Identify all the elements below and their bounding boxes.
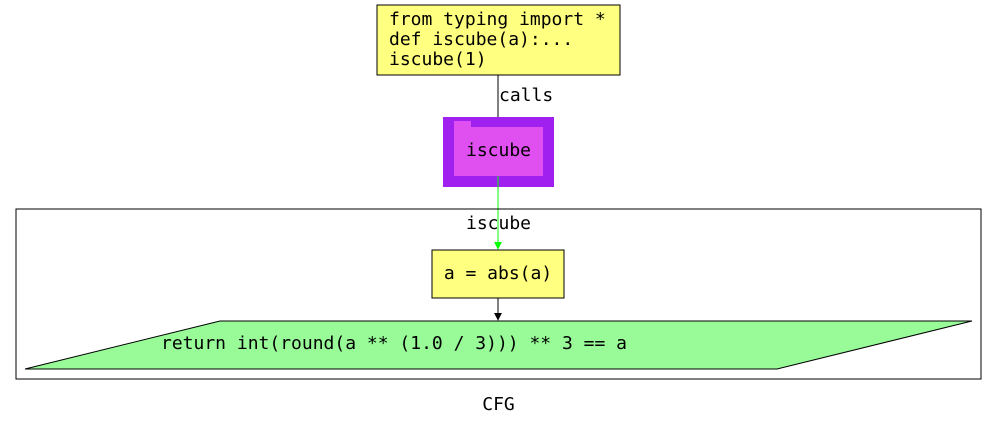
diagram-caption: CFG (482, 394, 515, 415)
assign-node-label: a = abs(a) (443, 263, 553, 284)
assign-node (431, 249, 565, 299)
function-node-inner (454, 127, 543, 176)
source-code-box (376, 4, 621, 76)
return-node-label: return int(round(a ** (1.0 / 3))) ** 3 =… (161, 333, 627, 354)
cluster-title: iscube (465, 213, 532, 234)
return-node (24, 320, 973, 370)
source-code-line-2: def iscube(a):... (389, 29, 574, 50)
source-code-line-1: from typing import * (389, 9, 606, 30)
function-node-label: iscube (465, 140, 532, 161)
source-code-line-3: iscube(1) (389, 49, 487, 70)
function-node-tab (454, 121, 471, 128)
calls-edge-label: calls (499, 85, 554, 106)
cluster-box (15, 208, 982, 380)
